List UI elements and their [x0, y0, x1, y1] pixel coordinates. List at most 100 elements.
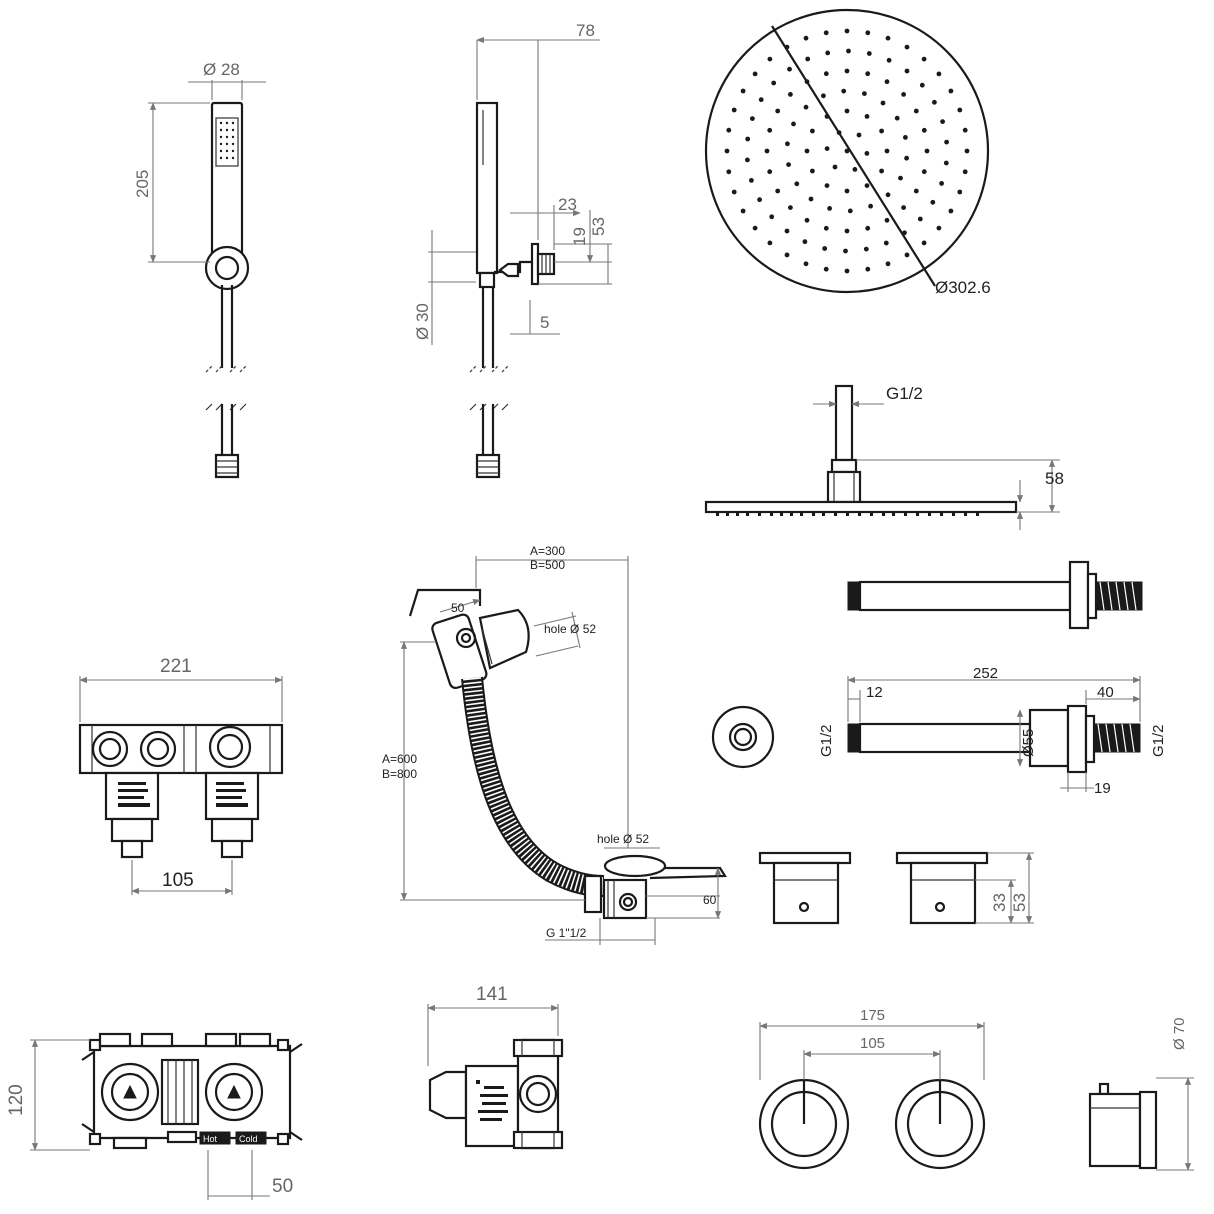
nozzle-dot: [740, 88, 746, 94]
nozzle-dot: [825, 50, 831, 56]
nozzle-dot: [802, 239, 808, 245]
nozzle-dot: [841, 88, 847, 94]
filler-reach-b-label: B=500: [530, 558, 565, 572]
nozzle-dot: [886, 57, 892, 63]
nozzle-dot: [771, 80, 777, 86]
nozzle-dot: [883, 240, 889, 246]
hand-shower-offset-label: 23: [558, 195, 577, 214]
nozzle-dot: [847, 208, 853, 214]
nozzle-dot: [767, 56, 773, 62]
nozzle-dot: [775, 108, 781, 114]
nozzle-dot: [775, 188, 781, 194]
nozzle-dot: [901, 205, 906, 211]
nozzle-dot: [943, 160, 949, 166]
nozzle-dot: [832, 164, 838, 170]
rain-head-side-view: [704, 384, 1060, 530]
nozzle-dot: [767, 127, 773, 133]
port-hot-label: Hot: [203, 1134, 218, 1144]
nozzle-dot: [822, 246, 828, 251]
control-handles-front-view: [758, 1022, 986, 1170]
diverter-side-view: [1088, 1077, 1194, 1171]
nozzle-dot: [788, 205, 793, 211]
arm-thread-right-top: [1095, 581, 1143, 611]
nozzle-dot: [879, 128, 884, 134]
nozzle-dot: [852, 167, 858, 172]
bath-filler-view: [400, 556, 727, 945]
arm-diameter-label: Ø55: [1020, 729, 1037, 757]
nozzle-dot: [784, 252, 790, 258]
nozzle-dot: [930, 199, 936, 205]
nozzle-dot: [865, 30, 871, 36]
nozzle-dot: [885, 261, 891, 267]
control-handles-side-view: [758, 851, 1034, 925]
nozzle-dot: [823, 225, 829, 231]
nozzle-dot: [805, 56, 811, 62]
nozzle-dot: [903, 135, 908, 140]
nozzle-dot: [856, 132, 862, 138]
rain-head-thread-label: G1/2: [886, 384, 923, 403]
nozzle-dot: [757, 197, 762, 203]
nozzle-dot: [885, 35, 891, 41]
nozzle-dot: [885, 192, 891, 198]
nozzle-dot: [864, 114, 870, 119]
nozzle-dot: [901, 92, 906, 97]
nozzle-dot: [786, 162, 791, 168]
nozzle-dot: [865, 225, 871, 231]
nozzle-dot: [724, 148, 730, 154]
filler-bottom-hole-label: hole Ø 52: [597, 832, 649, 846]
filler-height-b-label: B=800: [382, 767, 417, 781]
nozzle-dot: [731, 189, 737, 195]
nozzle-dot: [962, 127, 968, 133]
nozzle-dot: [884, 217, 890, 223]
arm-thread-right-label: G1/2: [1150, 724, 1167, 757]
nozzle-dot: [924, 148, 930, 154]
nozzle-dot: [904, 252, 910, 258]
nozzle-dot: [904, 155, 909, 161]
nozzle-dot: [866, 51, 872, 56]
nozzle-dot: [879, 168, 884, 174]
valve-width-label: 221: [160, 656, 192, 677]
nozzle-dot: [880, 100, 886, 106]
nozzle-dot: [921, 127, 927, 133]
filler-top-hole-label: hole Ø 52: [544, 622, 596, 636]
nozzle-dot: [844, 228, 850, 234]
nozzle-dot: [921, 56, 927, 62]
bracket-gap-label: 5: [540, 313, 549, 332]
nozzle-dot: [810, 168, 815, 174]
valve-plan-height-label: 120: [6, 1084, 27, 1116]
nozzle-dot: [745, 136, 751, 142]
nozzle-dot: [750, 116, 755, 121]
nozzle-dot: [823, 30, 829, 36]
arm-thread-right: [1093, 723, 1141, 753]
nozzle-dot: [913, 188, 919, 194]
nozzle-dot: [904, 44, 910, 50]
nozzle-dot: [932, 99, 937, 105]
nozzle-dot: [726, 127, 732, 133]
nozzle-dot: [791, 121, 796, 127]
nozzle-dot: [827, 206, 832, 211]
shower-arm-top-view: [847, 560, 1143, 630]
nozzle-dot: [844, 28, 850, 34]
nozzle-dot: [758, 97, 764, 103]
nozzle-dot: [962, 169, 968, 175]
nozzle-dot: [803, 261, 809, 267]
hand-shower-small-height-label: 19: [570, 227, 589, 246]
port-cold-label: Cold: [239, 1134, 258, 1144]
nozzle-dot: [844, 68, 850, 74]
nozzle-dot: [844, 188, 850, 194]
arm-depth-label: 19: [1094, 780, 1111, 797]
nozzle-dot: [948, 88, 954, 94]
nozzle-dot: [884, 79, 890, 85]
nozzle-dot: [731, 107, 737, 113]
nozzle-dot: [964, 148, 970, 154]
hand-shower-total-height-label: 53: [589, 217, 608, 236]
arm-right-label: 40: [1097, 684, 1114, 701]
nozzle-dot: [940, 119, 945, 124]
control-depth-small-label: 33: [990, 893, 1009, 912]
nozzle-dot: [803, 35, 809, 41]
nozzle-dot: [864, 151, 870, 156]
nozzle-dot: [767, 240, 773, 246]
nozzle-dot: [913, 108, 919, 114]
rain-head-top-view: [704, 8, 990, 294]
filler-waste-height-label: 60: [703, 893, 717, 907]
